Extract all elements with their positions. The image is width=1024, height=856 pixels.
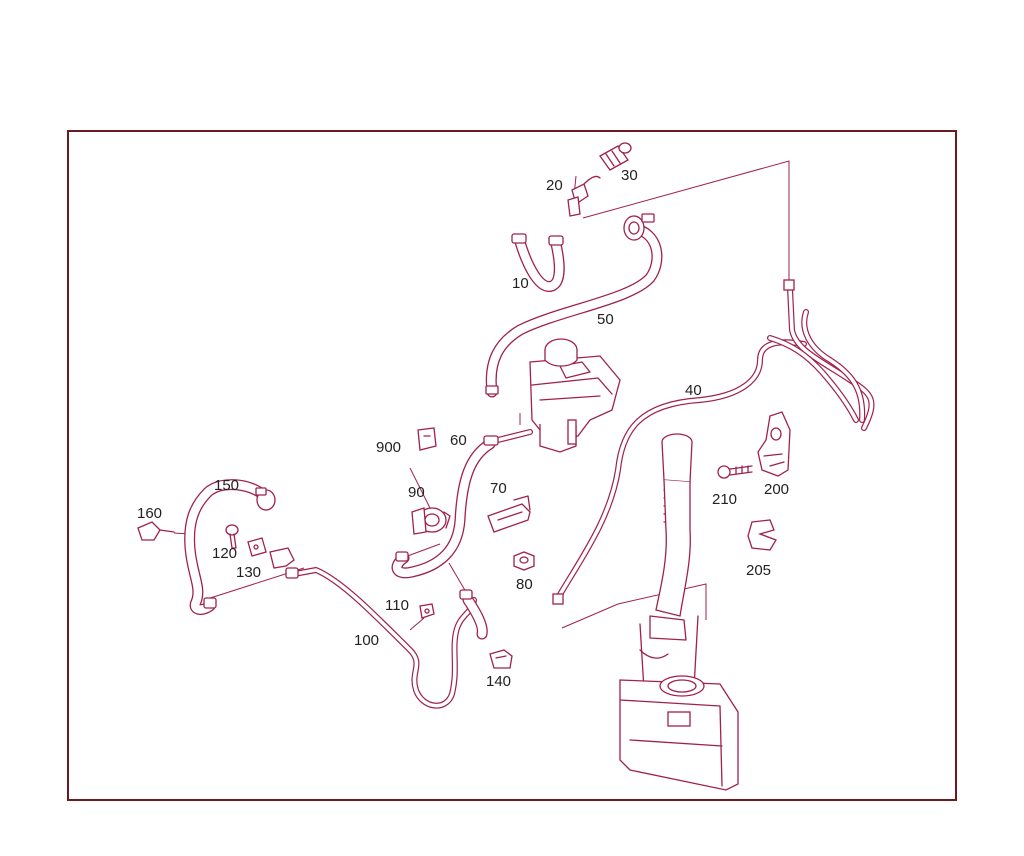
callout-30: 30 — [621, 167, 638, 184]
callout-150: 150 — [214, 477, 239, 494]
callout-210: 210 — [712, 491, 737, 508]
callout-90: 90 — [408, 484, 425, 501]
callout-50: 50 — [597, 311, 614, 328]
part-110-clamp — [419, 603, 435, 619]
washer-line-assembly — [767, 279, 875, 431]
diagram-frame — [67, 130, 957, 801]
part-60-hose — [391, 435, 499, 579]
part-10-hose — [511, 233, 565, 292]
part-200-bracket — [757, 411, 791, 477]
part-205-clip — [747, 519, 777, 551]
callout-10: 10 — [512, 275, 529, 292]
part-160-clamp — [137, 521, 175, 541]
washer-fluid-reservoir — [619, 433, 739, 791]
part-120-screw — [225, 524, 239, 549]
part-50-hose — [485, 213, 663, 398]
part-40-line — [552, 339, 807, 605]
callout-200: 200 — [764, 481, 789, 498]
callout-40: 40 — [685, 382, 702, 399]
part-80-nut — [513, 551, 535, 571]
part-150-hose — [184, 479, 276, 615]
callout-160: 160 — [137, 505, 162, 522]
part-210-bolt — [717, 465, 753, 479]
part-130-bracket — [247, 537, 295, 569]
part-140-clip — [489, 649, 513, 669]
part-90-pump — [411, 507, 451, 535]
part-20-connector — [567, 175, 601, 217]
callout-140: 140 — [486, 673, 511, 690]
callout-20: 20 — [546, 177, 563, 194]
callout-120: 120 — [212, 545, 237, 562]
callout-80: 80 — [516, 576, 533, 593]
callout-205: 205 — [746, 562, 771, 579]
part-900-label-tag — [417, 427, 437, 451]
coolant-expansion-tank — [495, 338, 621, 453]
callout-110: 110 — [385, 597, 409, 614]
callout-100: 100 — [354, 632, 379, 649]
part-30-connector — [599, 142, 632, 171]
part-70-bracket — [487, 495, 531, 533]
callout-900: 900 — [376, 439, 401, 456]
callout-labels: 20 30 10 50 40 60 900 90 70 80 210 200 2… — [137, 167, 789, 690]
callout-60: 60 — [450, 432, 467, 449]
part-100-hose — [285, 567, 488, 709]
callout-130: 130 — [236, 564, 261, 581]
callout-70: 70 — [490, 480, 507, 497]
